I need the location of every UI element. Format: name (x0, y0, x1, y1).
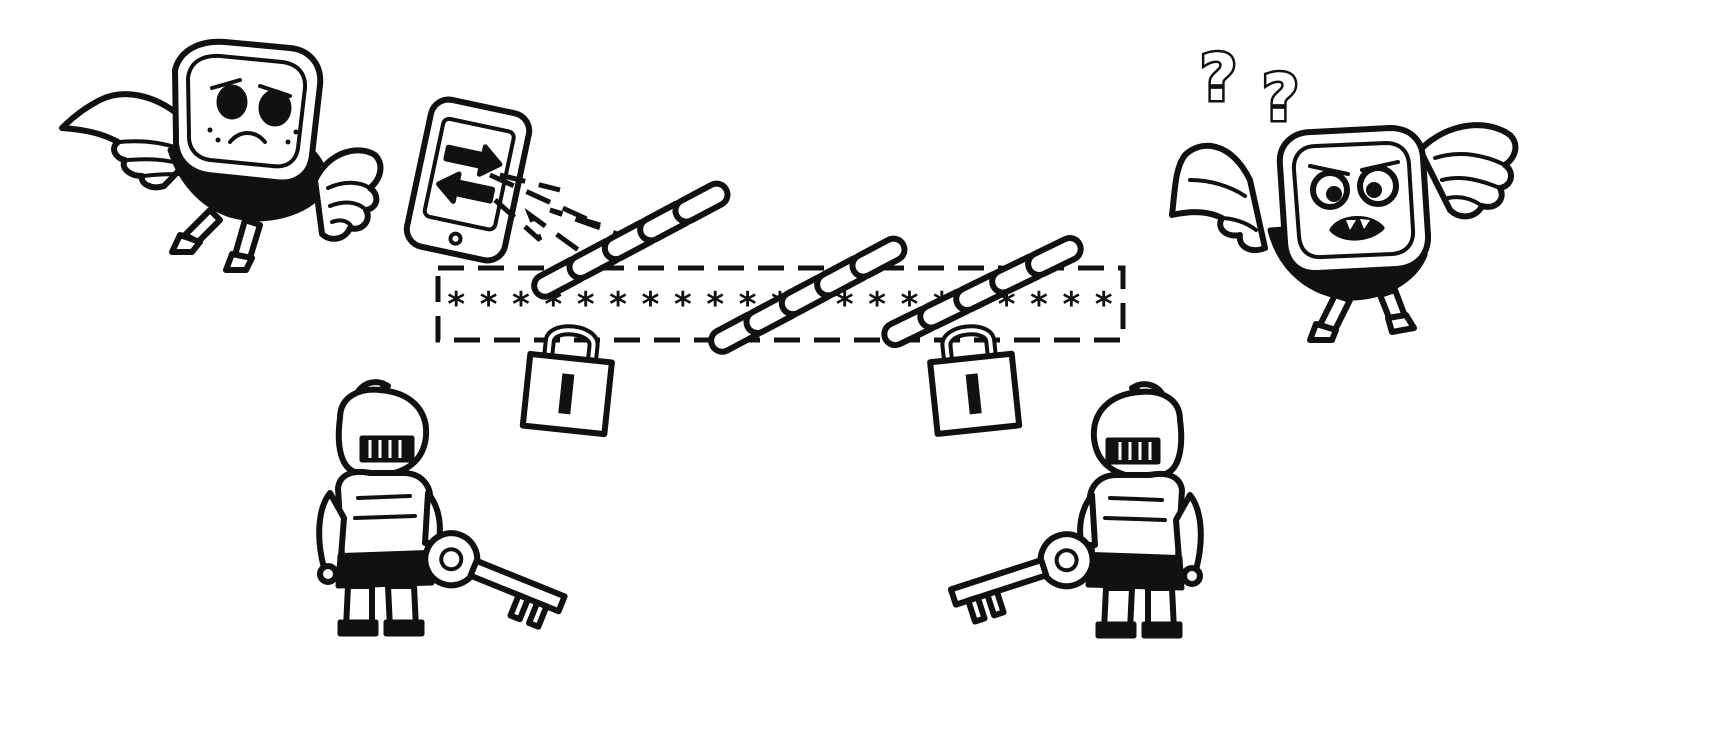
signal-beams (488, 172, 621, 265)
question-mark: ? (1262, 62, 1299, 136)
chain-icon (531, 180, 1084, 355)
key-icon (947, 531, 1096, 625)
winged-phone-character-confused-icon: ? ? (1169, 40, 1519, 343)
padlock-icon (519, 324, 615, 438)
key-icon (422, 530, 568, 630)
smartphone-transfer-icon (403, 96, 533, 264)
winged-phone-character-sad-icon (59, 38, 384, 273)
question-mark: ? (1200, 42, 1237, 116)
knight-with-key-icon (316, 379, 568, 637)
knight-with-key-icon (947, 381, 1204, 639)
padlock-icon (927, 324, 1023, 437)
